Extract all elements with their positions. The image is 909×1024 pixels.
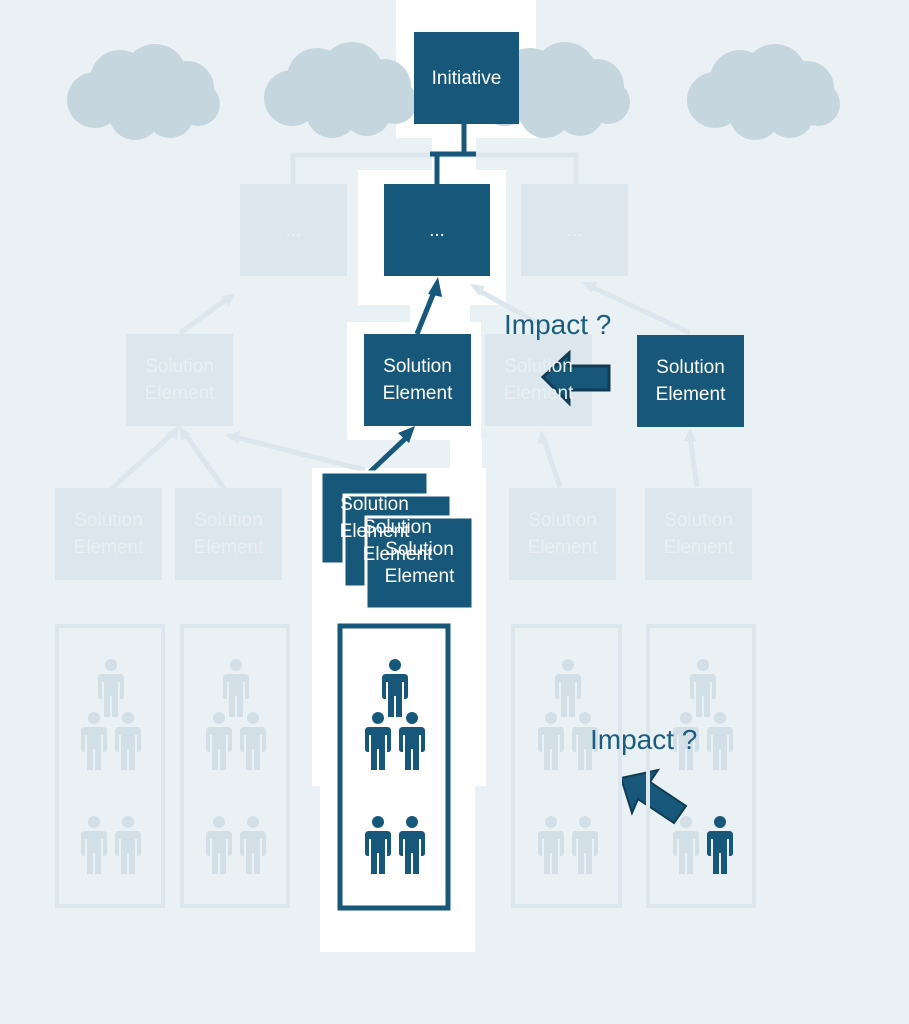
team-outline-highlighted: [337, 623, 451, 911]
left-arrow-icon: [540, 349, 611, 407]
stacked-label-middle: Solution Element: [362, 517, 433, 565]
solution-element-box-right: [637, 335, 744, 427]
impact-label-bottom: Impact ?: [590, 724, 698, 755]
initiative-label: Initiative: [431, 67, 502, 89]
stacked-box-front: [364, 515, 475, 611]
stacked-label-back: Solution Element: [339, 494, 410, 542]
faded-arrowheads: [165, 282, 696, 444]
faded-solution-element-box: [126, 334, 233, 426]
ellipsis-label: ...: [429, 219, 445, 241]
solution-element-label-faded: Solution Element: [144, 356, 215, 404]
faded-solution-element-box: [645, 488, 752, 580]
team-outline: [646, 624, 756, 908]
team-outlines: [55, 623, 756, 911]
faded-solution-element-box: [175, 488, 282, 580]
team-outline: [511, 624, 622, 908]
faded-solution-element-box: [55, 488, 162, 580]
active-connectors: [368, 124, 476, 474]
faded-boxes: [55, 184, 752, 580]
solution-element-label: Solution Element: [655, 357, 726, 405]
active-boxes: [364, 32, 744, 427]
faded-ellipsis-box-right: [521, 184, 628, 276]
impact-label-top: Impact ?: [504, 309, 612, 340]
stacked-label-front: Solution Element: [384, 539, 455, 587]
faded-ellipsis-box-left: [240, 184, 347, 276]
solution-element-label-faded: Solution Element: [73, 510, 144, 558]
team-outline: [55, 624, 165, 908]
solution-element-label-faded: Solution Element: [527, 510, 598, 558]
ellipsis-box-active: [384, 184, 490, 276]
team-outline: [180, 624, 290, 908]
diagonal-arrow-icon: [619, 768, 688, 825]
stacked-solution-elements: [319, 470, 475, 611]
solution-element-box-active: [364, 334, 471, 426]
ellipsis-label-faded: ...: [285, 219, 302, 241]
ellipsis-label-faded: ...: [566, 219, 583, 241]
faded-solution-element-box: [509, 488, 616, 580]
solution-element-label-faded: Solution Element: [663, 510, 734, 558]
solution-element-label: Solution Element: [382, 356, 453, 404]
active-arrowheads: [398, 277, 442, 443]
initiative-box: [414, 32, 519, 124]
solution-element-label-faded: Solution Element: [193, 510, 264, 558]
solution-element-label-faded: Solution Element: [503, 356, 574, 404]
